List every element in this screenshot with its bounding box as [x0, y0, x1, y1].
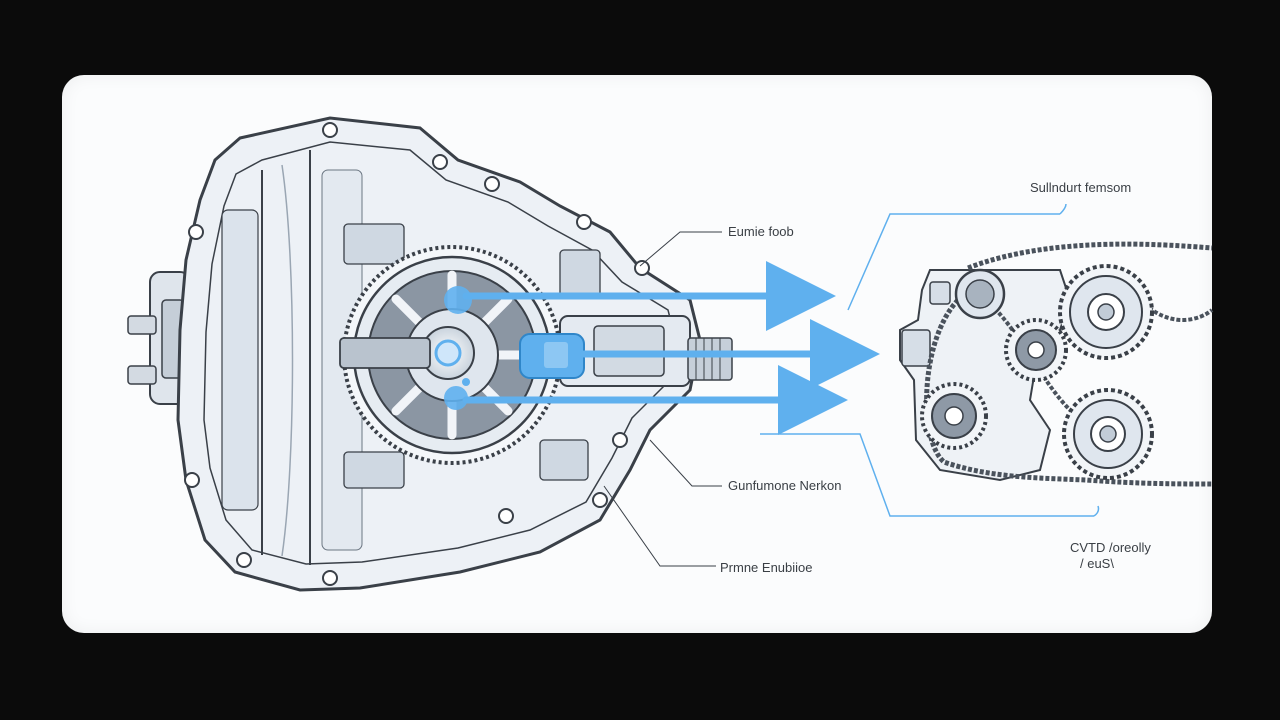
label-top-right: Sullndurt femsom — [1030, 180, 1131, 195]
gear-bottom-right — [1062, 388, 1154, 480]
label-upper: Eumie foob — [728, 224, 794, 239]
gear-lower-left — [920, 382, 988, 450]
gear-center — [1004, 318, 1068, 382]
gear-top-right — [1058, 264, 1154, 360]
transmission-housing — [127, 116, 733, 592]
pulley-top-left — [954, 268, 1006, 320]
flow-arrows — [462, 261, 880, 435]
label-bottom-right-line1: CVTD /oreolly — [1070, 540, 1151, 555]
leader-lines — [603, 231, 722, 567]
label-bottom-right-line2: / euS\ — [1080, 556, 1114, 571]
housing-bolts — [184, 122, 650, 586]
label-lower: Prmne Enubiioe — [720, 560, 813, 575]
cvt-chain-assembly — [899, 241, 1214, 487]
callout-lines-blue — [760, 203, 1100, 517]
labels: Sullndurt femsom Eumie foob Gunfumone Ne… — [720, 180, 1151, 575]
label-middle: Gunfumone Nerkon — [728, 478, 841, 493]
